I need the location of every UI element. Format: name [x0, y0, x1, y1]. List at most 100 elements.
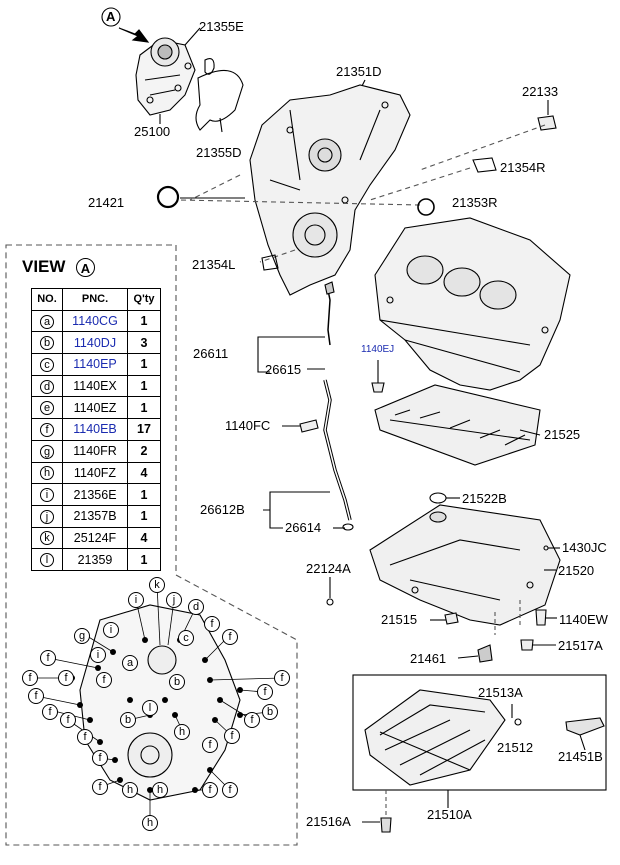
row-no: h — [31, 461, 63, 485]
label-21353r: 21353R — [452, 195, 498, 210]
row-no: g — [31, 439, 63, 463]
front-view-marker: f — [202, 782, 218, 798]
front-view-marker: f — [222, 782, 238, 798]
row-qty: 1 — [127, 504, 161, 528]
row-no: f — [31, 418, 63, 441]
label-1140ew: 1140EW — [559, 612, 608, 627]
oring-21522b — [429, 492, 447, 504]
bolt-21515 — [444, 612, 459, 625]
plug-21512 — [514, 718, 522, 726]
label-21520: 21520 — [558, 563, 595, 578]
front-view-marker: f — [60, 712, 76, 728]
front-view-marker: b — [120, 712, 136, 728]
label-1140fc: 1140FC — [225, 418, 271, 433]
label-21351d: 21351D — [336, 64, 382, 79]
row-letter-circle: i — [40, 488, 54, 503]
row-pnc: 1140EB — [62, 418, 128, 441]
front-view-marker: i — [128, 592, 144, 608]
label-1140ej: 1140EJ — [361, 344, 395, 355]
bolt-1140fc — [299, 419, 319, 433]
front-view-marker: b — [169, 674, 185, 690]
bolt-21517a — [520, 639, 534, 651]
front-view-marker: f — [92, 750, 108, 766]
front-view-marker: f — [28, 688, 44, 704]
label-21510a: 21510A — [427, 807, 472, 822]
label-21354l: 21354L — [192, 257, 236, 272]
ladder-frame-drawing — [374, 384, 541, 466]
front-view-marker: f — [22, 670, 38, 686]
oil-pan-lower-drawing — [364, 689, 506, 786]
front-view-marker: i — [90, 647, 106, 663]
front-view-marker: f — [202, 737, 218, 753]
row-no: d — [31, 374, 63, 398]
header-pnc: PNC. — [62, 288, 128, 311]
row-no: j — [31, 504, 63, 528]
label-26615: 26615 — [265, 362, 302, 377]
label-21354r: 21354R — [500, 160, 546, 175]
oring-21353r — [417, 198, 435, 216]
label-21522b: 21522B — [462, 491, 507, 506]
front-view-marker: f — [274, 670, 290, 686]
label-21517a: 21517A — [558, 638, 603, 653]
row-qty: 4 — [127, 526, 161, 550]
front-view-marker: i — [103, 622, 119, 638]
row-qty: 4 — [127, 461, 161, 485]
label-21525: 21525 — [544, 427, 581, 442]
drain-bolt-21516a — [380, 817, 392, 833]
row-letter-circle: e — [40, 401, 54, 416]
bolt-1140ew — [535, 609, 547, 626]
label-21515: 21515 — [381, 612, 418, 627]
row-qty: 1 — [127, 548, 161, 571]
front-view-marker: h — [152, 782, 168, 798]
label-21451b: 21451B — [558, 749, 603, 764]
label-26612b: 26612B — [200, 502, 245, 517]
row-letter-circle: f — [40, 422, 54, 437]
front-view-marker: f — [222, 629, 238, 645]
front-view-marker: f — [96, 672, 112, 688]
front-view-marker: l — [142, 700, 158, 716]
front-view-marker: j — [166, 592, 182, 608]
row-pnc: 1140FR — [62, 439, 128, 463]
gasket-21355d — [195, 69, 244, 131]
pin-22124a — [326, 598, 334, 606]
label-21513a: 21513A — [478, 685, 523, 700]
gasket-21354r — [472, 157, 497, 173]
front-view-marker: d — [188, 599, 204, 615]
row-pnc: 1140FZ — [62, 461, 128, 485]
water-pump-drawing — [135, 37, 196, 116]
label-21461: 21461 — [410, 651, 447, 666]
row-pnc: 21357B — [62, 504, 128, 528]
row-pnc: 1140EX — [62, 374, 128, 398]
row-no: l — [31, 548, 63, 571]
label-1430jc: 1430JC — [562, 540, 607, 555]
timing-cover-drawing — [249, 84, 411, 296]
row-no: k — [31, 526, 63, 550]
front-view-marker: f — [257, 684, 273, 700]
front-view-marker: h — [142, 815, 158, 831]
label-21421: 21421 — [88, 195, 125, 210]
oil-pan-upper-drawing — [369, 504, 561, 626]
row-letter-circle: h — [40, 466, 54, 481]
row-letter-circle: l — [40, 553, 54, 568]
label-21516a: 21516A — [306, 814, 351, 829]
view-marker: A — [76, 258, 95, 277]
cylinder-block-drawing — [374, 217, 571, 391]
row-qty: 1 — [127, 353, 161, 376]
row-pnc: 21359 — [62, 548, 128, 571]
row-pnc: 1140DJ — [62, 331, 128, 355]
callout-a-circle — [101, 7, 121, 27]
row-pnc: 21356E — [62, 483, 128, 506]
gasket-21354l — [261, 254, 279, 271]
oring-21421 — [156, 185, 180, 209]
front-view-marker: f — [40, 650, 56, 666]
table-header-row: NO. PNC. Q'ty — [31, 288, 161, 311]
row-no: i — [31, 483, 63, 506]
row-pnc: 1140CG — [62, 309, 128, 333]
row-letter-circle: k — [40, 531, 54, 546]
